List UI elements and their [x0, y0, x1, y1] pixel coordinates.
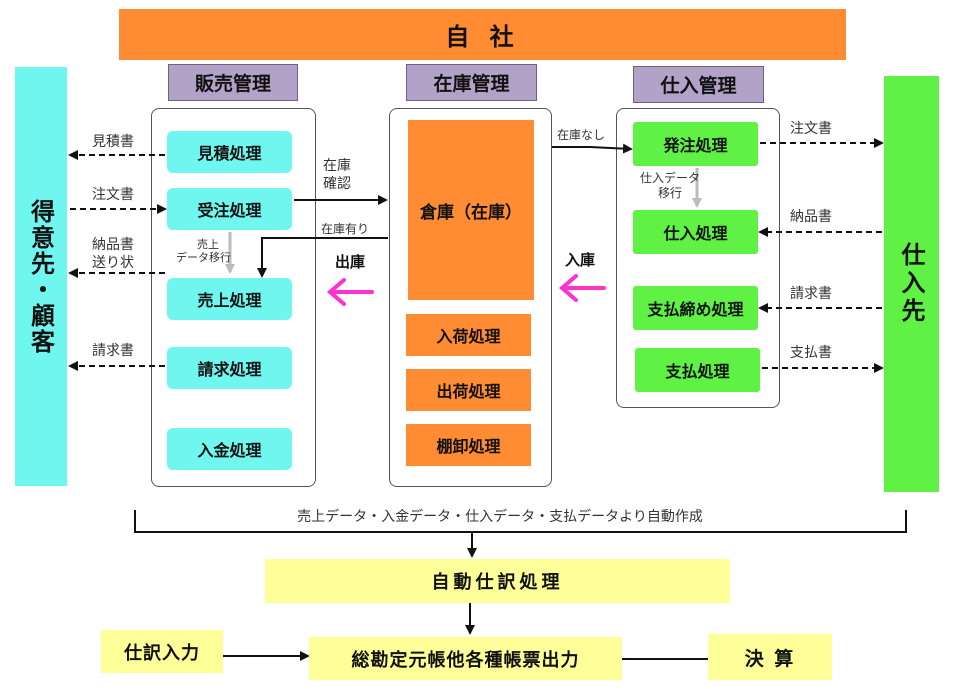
no-stock-label: 在庫なし [557, 128, 606, 142]
in-stock-label: 在庫有り [321, 222, 370, 236]
shipping-label: 出庫 [335, 253, 366, 271]
order-label: 注文書 [92, 187, 134, 203]
purchase-order-label: 注文書 [790, 121, 832, 137]
purchase-migrate-label-1: 仕入データ [640, 171, 701, 185]
auto-note: 売上データ・入金データ・仕入データ・支払データより自動作成 [297, 509, 703, 525]
order-process-box: 受注処理 [167, 188, 292, 230]
payment-process-box: 支払処理 [635, 348, 760, 392]
billing-process-box: 請求処理 [167, 347, 292, 389]
sales-tab: 販売管理 [168, 64, 298, 101]
estimate-label: 見積書 [92, 134, 134, 150]
supplier-label: 仕入先 [897, 242, 925, 326]
shipping-magenta-arrow [326, 278, 374, 306]
purchase-process-box: 仕入処理 [633, 210, 758, 254]
shipping-process-box: 出荷処理 [406, 369, 531, 411]
inventory-tab: 在庫管理 [406, 64, 537, 101]
stocktaking-box: 棚卸処理 [406, 424, 531, 466]
auto-journal-box: 自動仕訳処理 [265, 559, 730, 603]
receiving-label: 入庫 [565, 251, 596, 269]
stock-check-label-1: 在庫 [323, 158, 351, 174]
journal-input-label: 仕訳入力 [124, 642, 200, 664]
purchase-tab: 仕入管理 [633, 66, 764, 103]
sales-process-box: 売上処理 [167, 278, 292, 320]
company-title: 自 社 [445, 23, 520, 51]
receiving-magenta-arrow [558, 274, 606, 302]
payment-slip-label: 支払書 [790, 345, 832, 361]
auto-bracket [134, 510, 907, 533]
in-stock-arrow [257, 237, 388, 278]
delivery-note-label: 納品書 [790, 209, 832, 225]
settlement-label: 決 算 [744, 647, 796, 670]
settlement-box: 決 算 [708, 634, 832, 680]
company-banner: 自 社 [119, 9, 846, 60]
customer-bar: 得意先・顧客 [15, 67, 67, 486]
no-stock-arrow [552, 143, 633, 154]
receiving-process-box: 入荷処理 [406, 314, 531, 356]
stock-check-label-2: 確認 [323, 176, 351, 192]
payment-receipt-box: 入金処理 [167, 428, 292, 470]
ledger-output-box: 総勘定元帳他各種帳票出力 [309, 637, 622, 680]
supplier-invoice-label: 請求書 [790, 286, 832, 302]
journal-input-box: 仕訳入力 [101, 630, 223, 673]
invoice-label: 請求書 [92, 343, 134, 359]
ledger-output-label: 総勘定元帳他各種帳票出力 [351, 649, 580, 671]
delivery-label-2: 送り状 [92, 255, 134, 271]
sales-migrate-label-1: 売上 [197, 238, 219, 251]
customer-label: 得意先・顧客 [26, 198, 55, 355]
supplier-bar: 仕入先 [884, 76, 939, 492]
estimate-process-box: 見積処理 [167, 131, 292, 173]
sales-migrate-label-2: データ移行 [176, 251, 231, 264]
auto-journal-label: 自動仕訳処理 [431, 572, 564, 593]
delivery-label-1: 納品書 [92, 237, 134, 253]
purchase-migrate-label-2: 移行 [658, 186, 683, 200]
payment-closing-box: 支払締め処理 [633, 286, 758, 330]
purchase-order-box: 発注処理 [633, 122, 758, 166]
warehouse-box: 倉庫（在庫） [408, 120, 534, 300]
